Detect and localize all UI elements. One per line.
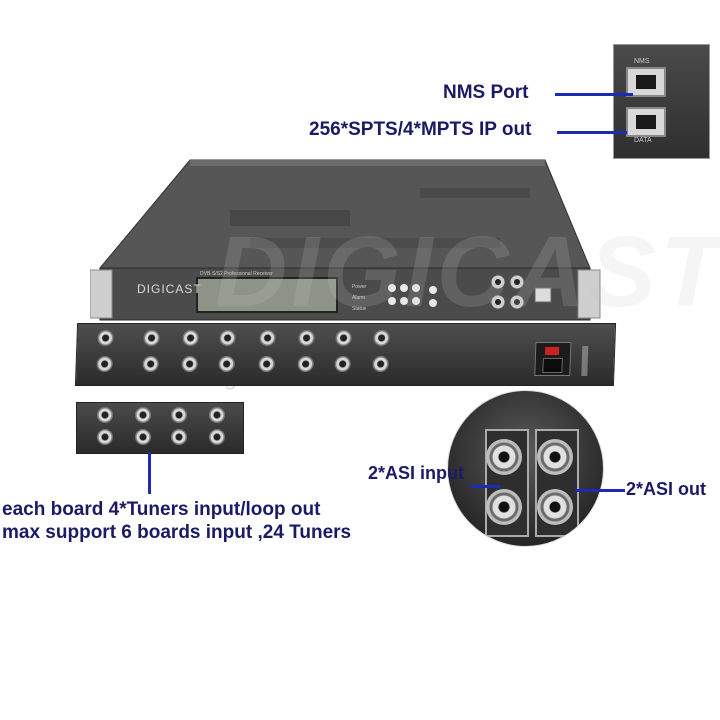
front-asi-connectors xyxy=(490,274,525,310)
board-tuner-input-connector xyxy=(209,407,225,423)
rear-bnc-connector xyxy=(259,330,276,346)
rj45-nms-jack xyxy=(626,67,666,97)
lcd-display xyxy=(196,277,338,313)
rear-bnc-connector xyxy=(97,330,114,346)
rear-bnc-connector xyxy=(181,356,198,372)
rj45-data-jack xyxy=(626,107,666,137)
rear-bnc-connector xyxy=(96,356,113,372)
board-tuner-input-connector xyxy=(135,407,151,423)
rear-bnc-connector xyxy=(373,330,390,346)
nms-port-callout-line xyxy=(555,93,633,96)
asi-output-connector xyxy=(537,489,573,525)
panel-label-power: Power xyxy=(352,284,367,290)
asi-out-callout: 2*ASI out xyxy=(626,479,707,499)
asi-input-callout: 2*ASI input xyxy=(368,463,465,483)
asi-input-callout-line xyxy=(470,485,500,488)
power-inlet-module xyxy=(534,342,572,376)
rj45-closeup-inset: NMS DATA xyxy=(613,44,710,159)
rear-bnc-connector xyxy=(335,330,352,346)
rj45-data-label: DATA xyxy=(634,137,652,144)
panel-label-alarm: Alarm xyxy=(352,295,366,301)
asi-input-connector xyxy=(486,489,522,525)
board-note-callout-line xyxy=(148,452,151,494)
asi-output-connector xyxy=(537,439,573,475)
receiver-front-panel xyxy=(99,267,591,321)
rear-bnc-connector xyxy=(372,356,389,372)
board-tuner-loop-connector xyxy=(135,429,151,445)
rear-bnc-connector xyxy=(142,356,159,372)
board-tuner-input-connector xyxy=(97,407,113,423)
ip-out-callout-line xyxy=(557,131,627,134)
rear-bnc-connector xyxy=(334,356,351,372)
board-tuner-input-connector xyxy=(171,407,187,423)
receiver-rear-panel xyxy=(74,323,617,386)
rear-bnc-connector xyxy=(258,356,275,372)
front-rj45-port xyxy=(534,287,552,303)
panel-label-status: Status xyxy=(352,306,367,312)
tuner-board-closeup xyxy=(76,402,244,454)
ip-out-callout: 256*SPTS/4*MPTS IP out xyxy=(309,119,532,140)
front-brand-logo: DIGICAST xyxy=(137,282,202,296)
rear-bnc-connector xyxy=(298,330,315,346)
watermark-logo: DIGICAST xyxy=(215,216,720,328)
asi-closeup-circle xyxy=(447,390,604,547)
rear-bnc-connector xyxy=(143,330,160,346)
rack-ear-right xyxy=(577,269,601,319)
asi-out-callout-line xyxy=(575,489,625,492)
board-tuner-loop-connector xyxy=(209,429,225,445)
power-socket-icon xyxy=(542,358,563,373)
board-tuner-loop-connector xyxy=(171,429,187,445)
power-switch-icon xyxy=(544,347,560,355)
receiver-chassis-top xyxy=(90,159,601,321)
rear-bnc-connector xyxy=(218,356,235,372)
rack-ear-left xyxy=(90,269,113,319)
board-note-line-1: each board 4*Tuners input/loop out xyxy=(2,499,321,520)
board-note-line-2: max support 6 boards input ,24 Tuners xyxy=(2,522,352,543)
nms-port-callout: NMS Port xyxy=(443,82,529,103)
asi-input-connector xyxy=(486,439,522,475)
rear-bnc-connector xyxy=(297,356,314,372)
rj45-nms-label: NMS xyxy=(634,58,650,65)
rear-bnc-connector xyxy=(219,330,236,346)
front-keypad xyxy=(388,284,437,307)
ground-symbol-icon xyxy=(581,346,589,376)
board-tuner-loop-connector xyxy=(97,429,113,445)
lcd-title: DVB-S/S2 Professional Receiver xyxy=(200,271,273,277)
rear-bnc-connector xyxy=(182,330,199,346)
